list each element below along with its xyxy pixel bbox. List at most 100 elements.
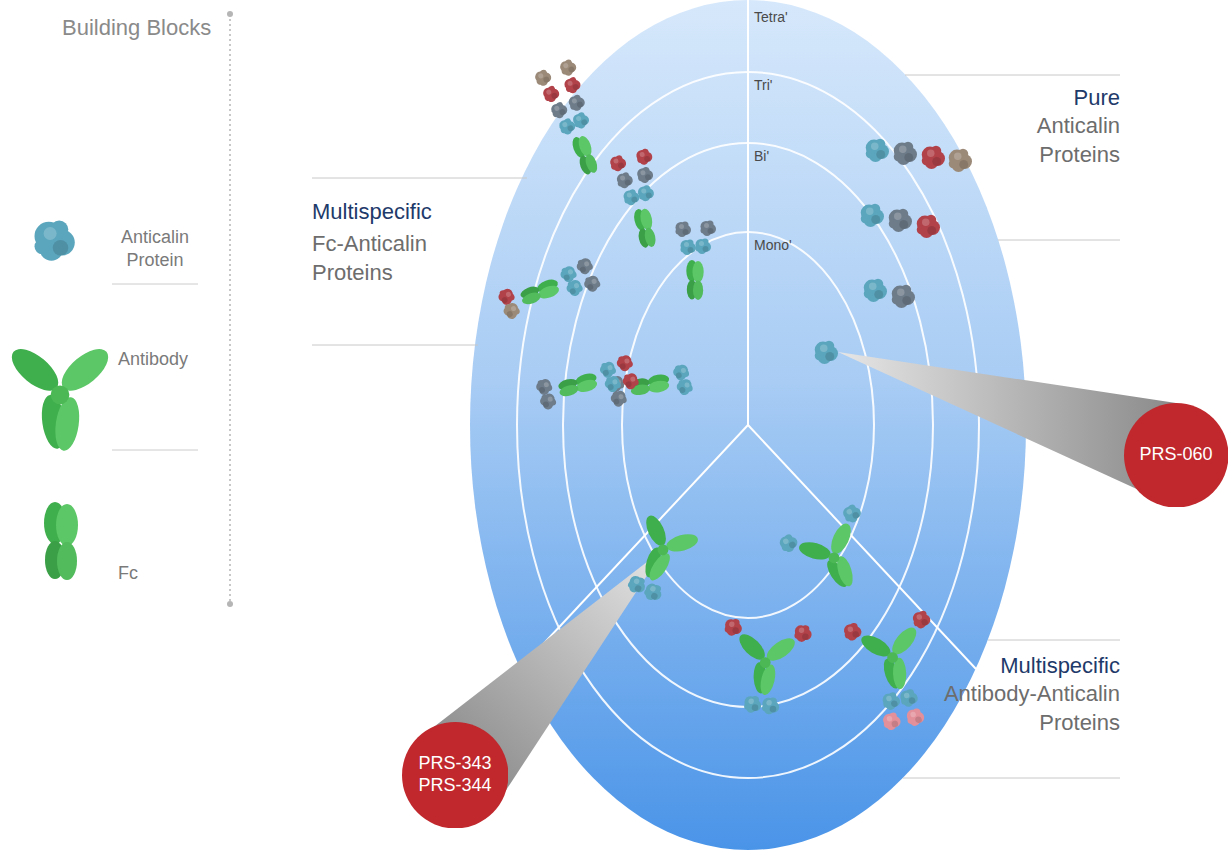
illustration-part	[676, 221, 717, 300]
section-heading: Pure	[1074, 84, 1120, 113]
fc-anticalins	[496, 58, 716, 413]
legend-label: Fc	[118, 562, 138, 585]
illustration-part	[882, 691, 902, 711]
bracket-lines	[312, 75, 1120, 778]
illustration-part	[856, 622, 930, 696]
callout-circle: PRS-060	[1124, 403, 1229, 508]
section-label: Anticalin Proteins	[1010, 112, 1120, 169]
illustration-part	[558, 58, 578, 78]
illustration-part	[718, 618, 813, 717]
illustration-part	[912, 610, 932, 630]
illustration-part	[642, 581, 665, 604]
illustration-part	[731, 629, 800, 698]
illustration-part	[815, 341, 838, 364]
illustration-part	[889, 209, 912, 232]
illustration-part	[5, 341, 115, 452]
illustration-part	[778, 502, 888, 606]
illustration-part	[686, 260, 703, 300]
illustration-part	[792, 516, 877, 601]
callout-circle: PRS-343 PRS-344	[402, 722, 508, 828]
illustration-part	[496, 256, 602, 323]
illustration-part	[541, 84, 561, 104]
illustration-part	[864, 279, 887, 302]
illustration-part	[843, 610, 948, 735]
legend-art	[5, 11, 233, 607]
legend-heading: Building Blocks	[62, 14, 211, 43]
illustration-part	[892, 285, 915, 308]
illustration-part	[609, 154, 627, 172]
ring-label: Bi'	[754, 147, 769, 165]
circle-fill	[1124, 403, 1229, 508]
illustration-part	[903, 778, 1120, 779]
illustration-part	[44, 502, 78, 580]
callout-text: PRS-060	[1131, 444, 1221, 466]
illustration-part	[563, 75, 583, 95]
illustration-part	[609, 148, 671, 252]
illustration-part	[575, 256, 595, 276]
illustration-part	[744, 695, 762, 713]
illustration-part	[533, 68, 553, 88]
legend-label: Anticalin Protein	[112, 226, 198, 273]
illustration-part	[570, 133, 600, 176]
illustration-part	[610, 390, 628, 408]
illustration-part	[632, 207, 657, 250]
illustration-part	[905, 75, 1120, 76]
illustration-part	[761, 697, 779, 715]
illustration-part	[549, 100, 569, 120]
legend-label: Antibody	[118, 348, 188, 371]
pure-anticalins	[861, 139, 972, 308]
section-heading: Multispecific	[1000, 652, 1120, 681]
illustration-part	[724, 618, 742, 636]
illustration-part	[794, 624, 812, 642]
illustration-part	[676, 378, 694, 396]
illustration-part	[636, 166, 654, 184]
illustration-part	[571, 111, 591, 131]
illustration-part	[539, 392, 558, 411]
illustration-part	[229, 14, 231, 604]
illustration-part	[603, 375, 622, 394]
illustration-part	[621, 372, 640, 391]
illustration-part	[227, 11, 233, 17]
illustration-part	[635, 148, 653, 166]
illustration-part	[616, 171, 634, 189]
illustration-part	[112, 284, 198, 285]
illustration-part	[681, 240, 697, 256]
section-heading: Multispecific	[312, 198, 432, 227]
illustration-part	[502, 301, 522, 321]
callout-wedge	[838, 352, 1176, 507]
illustration-part	[894, 142, 917, 165]
illustration-part	[922, 146, 945, 169]
section-label: Fc-Anticalin Proteins	[312, 230, 447, 287]
illustration-part	[312, 345, 478, 346]
ring-label: Tri'	[754, 76, 772, 94]
illustration-part	[899, 688, 919, 708]
illustration-part	[843, 622, 863, 642]
illustration-part	[613, 508, 705, 609]
illustration-part	[35, 221, 75, 261]
illustration-part	[556, 371, 599, 398]
illustration-part	[949, 149, 972, 172]
illustration-part	[906, 707, 926, 727]
ring-label: Mono'	[754, 236, 792, 254]
illustration-part	[533, 58, 612, 181]
illustration-part	[470, 0, 1026, 850]
illustration-part	[747, 0, 749, 425]
illustration-part	[518, 277, 561, 307]
illustration-part	[676, 222, 692, 238]
illustration-part	[701, 221, 717, 237]
illustration-part	[866, 139, 889, 162]
ring-label: Tetra'	[754, 8, 788, 26]
illustration-part	[565, 278, 585, 298]
illustration-part	[861, 204, 884, 227]
illustration-part	[582, 274, 602, 294]
illustration-part	[998, 240, 1120, 241]
section-label: Antibody-Anticalin Proteins	[930, 680, 1120, 737]
ring-chart	[470, 0, 1026, 850]
illustration-part	[622, 188, 640, 206]
illustration-part	[615, 354, 634, 373]
illustration-part	[748, 425, 976, 669]
illustration-part	[312, 178, 527, 179]
illustration-part	[988, 640, 1120, 641]
antibody-anticalins	[613, 502, 949, 735]
